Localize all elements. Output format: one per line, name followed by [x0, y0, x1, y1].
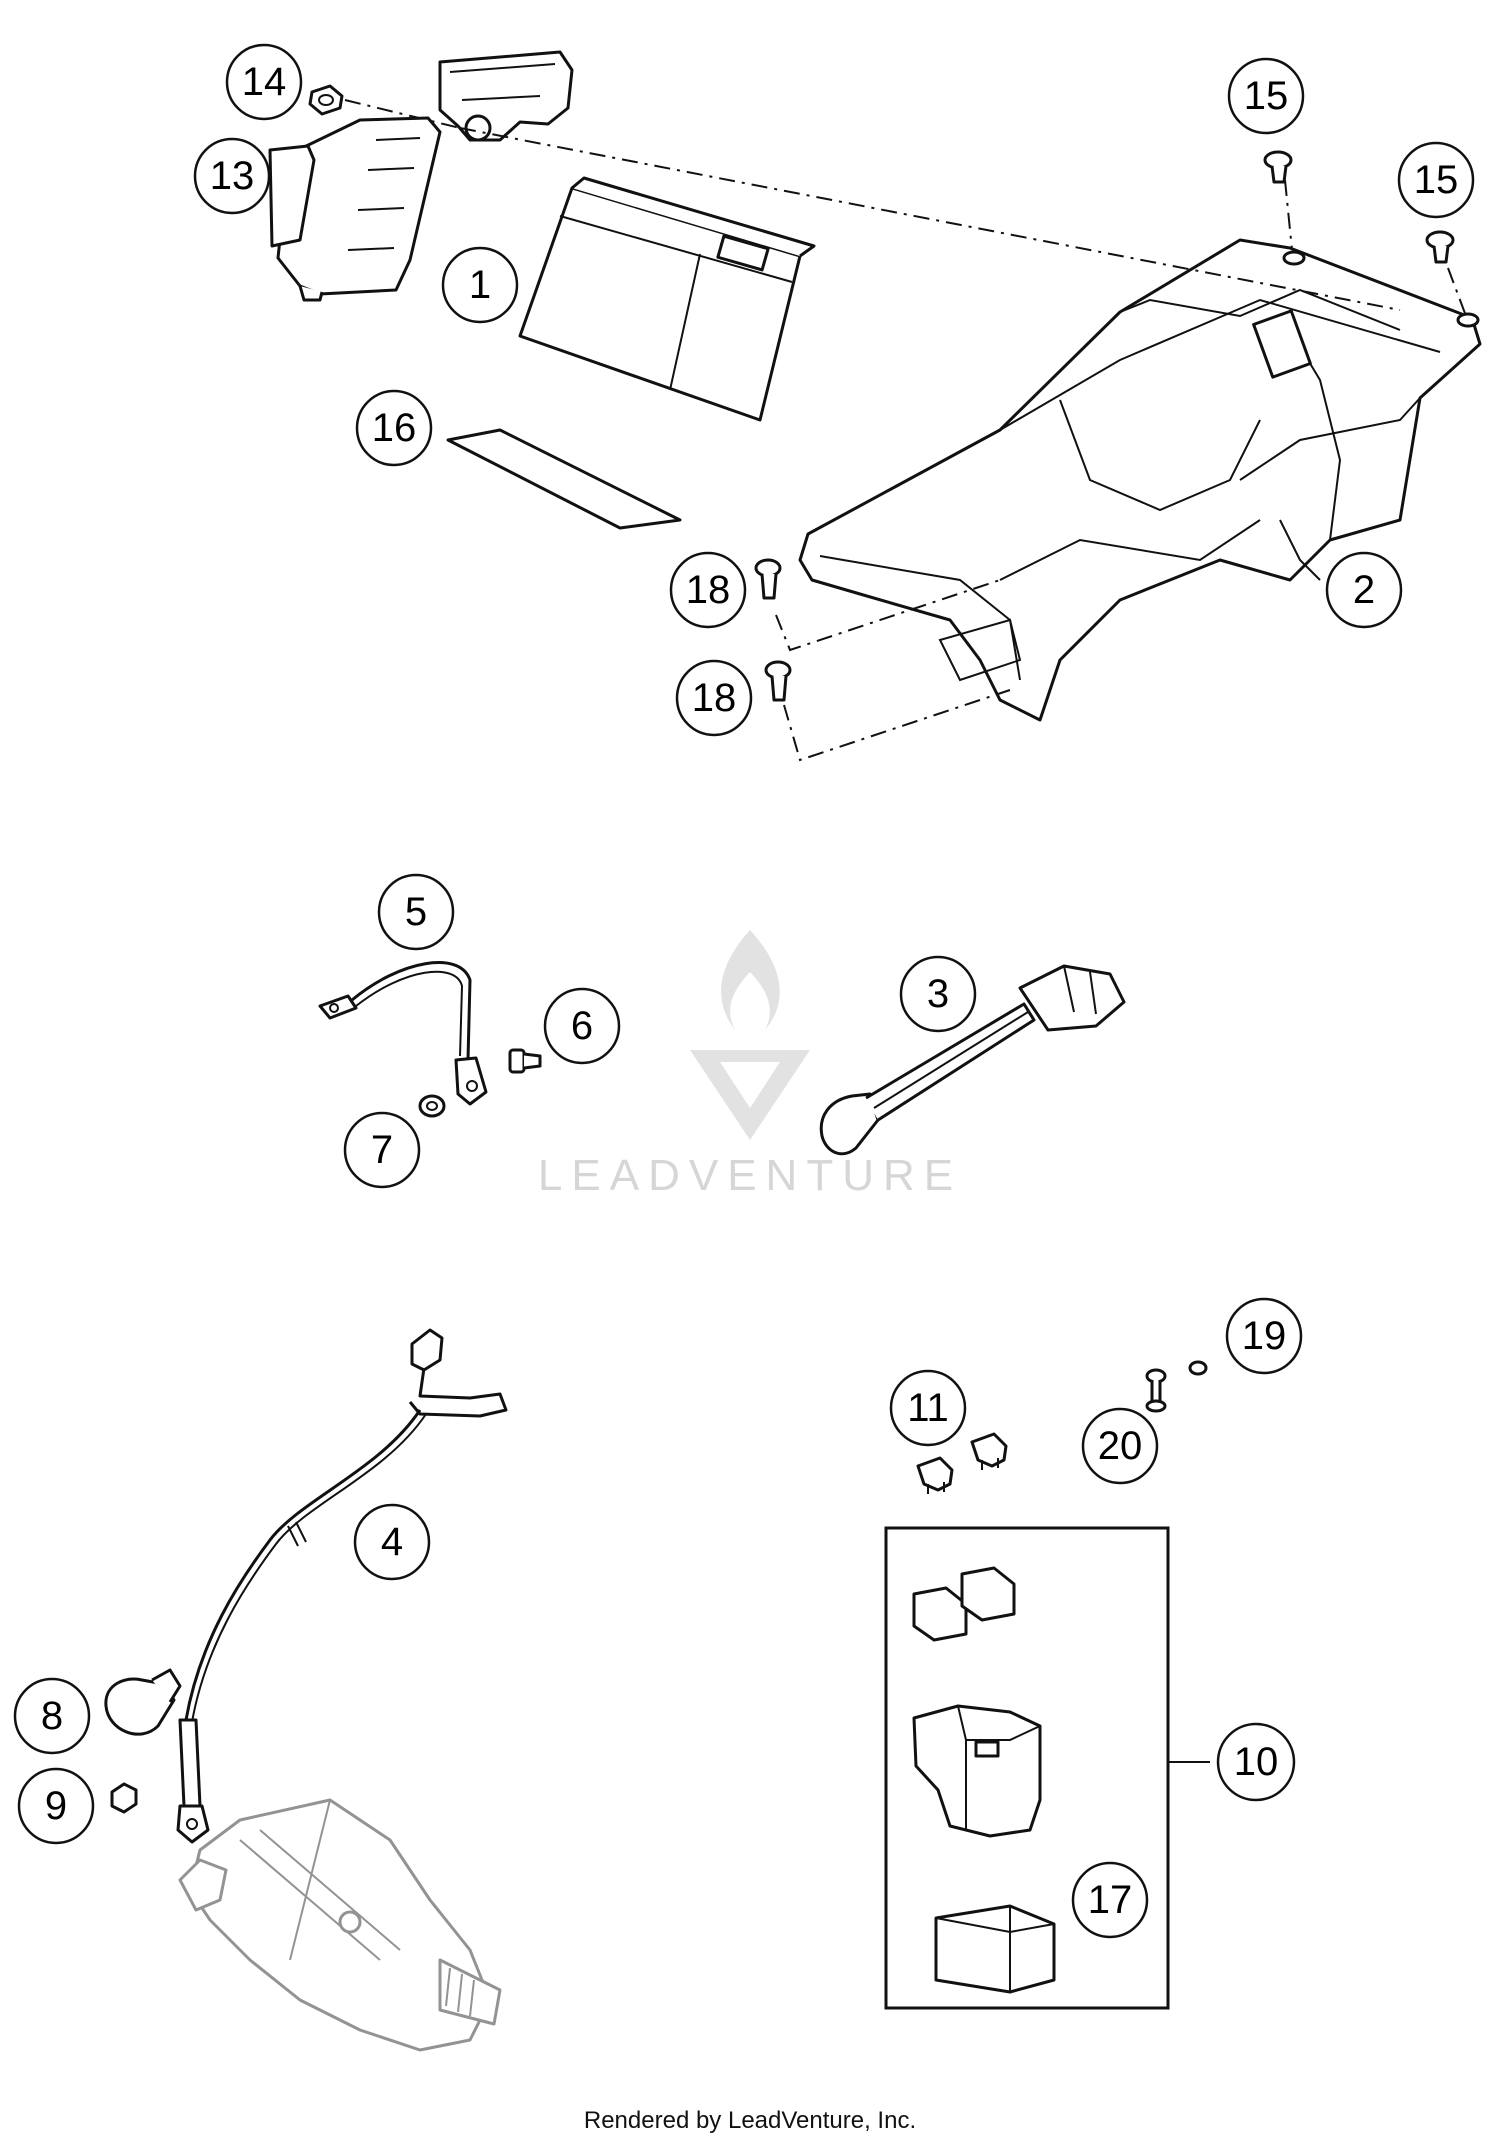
svg-text:5: 5 — [405, 890, 427, 934]
svg-text:17: 17 — [1088, 1878, 1133, 1922]
svg-text:18: 18 — [686, 568, 731, 612]
part-13-holder-bracket — [268, 50, 574, 302]
callout-11: 11 — [889, 1369, 967, 1447]
callout-14: 14 — [225, 43, 303, 121]
svg-text:4: 4 — [381, 1520, 403, 1564]
callout-5: 5 — [377, 873, 455, 951]
part-15-screw-a — [1263, 150, 1293, 184]
svg-text:14: 14 — [242, 60, 287, 104]
callout-6: 6 — [543, 987, 621, 1065]
watermark-text: LEADVENTURE — [538, 1151, 962, 1200]
part-2-battery-tray — [798, 238, 1482, 722]
part-20-screw — [1145, 1368, 1167, 1413]
svg-text:13: 13 — [210, 154, 255, 198]
callout-2: 2 — [1325, 551, 1403, 629]
callout-10: 10 — [1216, 1722, 1296, 1802]
part-15-screw-b — [1425, 230, 1455, 264]
svg-text:19: 19 — [1242, 1314, 1287, 1358]
part-16-pad — [446, 428, 682, 530]
callout-1: 1 — [441, 246, 519, 324]
callout-13: 13 — [193, 137, 271, 215]
footer-credit: Rendered by LeadVenture, Inc. — [584, 2107, 916, 2134]
callout-15b: 15 — [1397, 141, 1475, 219]
svg-text:2: 2 — [1353, 568, 1375, 612]
leader-18b — [783, 689, 1011, 762]
callout-3: 3 — [899, 955, 977, 1033]
svg-text:6: 6 — [571, 1004, 593, 1048]
callout-16: 16 — [355, 389, 433, 467]
svg-text:15: 15 — [1414, 158, 1459, 202]
part-9-nut — [110, 1782, 138, 1814]
part-11-fuses — [916, 1432, 1008, 1494]
leadventure-logo-icon — [690, 930, 810, 1140]
callout-4: 4 — [353, 1503, 431, 1581]
kit-box — [884, 1526, 1170, 2010]
svg-text:15: 15 — [1244, 74, 1289, 118]
starter-motor — [178, 1798, 502, 2052]
part-8-cable-boot — [104, 1668, 182, 1736]
watermark: LEADVENTURE — [538, 930, 962, 1200]
part-10-relay-kit — [884, 1526, 1210, 2010]
part-6-screw — [508, 1048, 542, 1074]
part-1-battery — [518, 176, 816, 422]
callout-17: 17 — [1071, 1861, 1149, 1939]
part-19-nut — [1188, 1360, 1208, 1376]
callout-18b: 18 — [675, 659, 753, 737]
svg-text:16: 16 — [372, 406, 417, 450]
part-5-ground-cable — [318, 961, 488, 1106]
callout-20: 20 — [1081, 1407, 1159, 1485]
callout-8: 8 — [13, 1677, 91, 1755]
leader-18a — [775, 579, 1001, 652]
part-7-washer — [418, 1094, 446, 1118]
svg-text:7: 7 — [371, 1128, 393, 1172]
leader-15b — [1447, 267, 1467, 317]
callout-7: 7 — [343, 1111, 421, 1189]
svg-text:20: 20 — [1098, 1424, 1143, 1468]
part-3-plus-cable — [819, 964, 1126, 1156]
leader-13-to-2 — [459, 127, 1401, 311]
svg-text:3: 3 — [927, 972, 949, 1016]
part-4-starter-cable — [176, 1328, 508, 1844]
svg-text:11: 11 — [907, 1386, 949, 1430]
callout-15a: 15 — [1227, 57, 1305, 135]
part-18-screw-b — [764, 660, 792, 702]
callout-9: 9 — [17, 1767, 95, 1845]
part-18-screw-a — [754, 558, 782, 600]
svg-text:10: 10 — [1234, 1740, 1279, 1784]
svg-text:8: 8 — [41, 1694, 63, 1738]
svg-text:18: 18 — [692, 676, 737, 720]
part-14-nut — [308, 84, 344, 116]
callout-18a: 18 — [669, 551, 747, 629]
svg-text:1: 1 — [469, 263, 491, 307]
leader-15a — [1284, 179, 1293, 251]
svg-text:9: 9 — [45, 1784, 67, 1828]
callout-19: 19 — [1225, 1297, 1303, 1375]
